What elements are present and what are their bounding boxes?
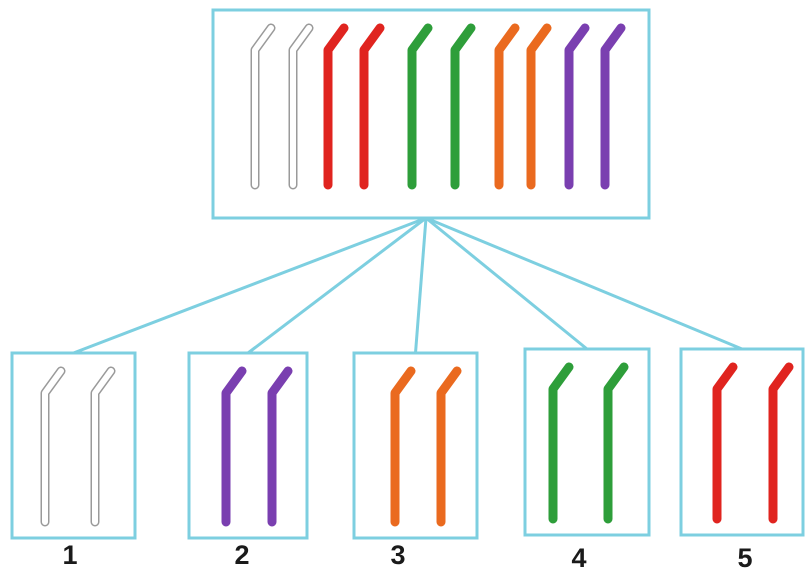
- top-green-rod-6: [450, 23, 476, 190]
- top-orange-rod-7: [494, 23, 520, 190]
- group-2-purple-rod-2: [267, 366, 293, 527]
- group-label-4: 4: [571, 543, 587, 573]
- top-white-rod-2: [288, 23, 314, 190]
- sub-group-frames: [10, 347, 805, 540]
- top-purple-rod-9: [564, 23, 590, 190]
- group-1-frame: [10, 351, 137, 540]
- top-orange-rod-8: [526, 23, 552, 190]
- group-4-frame: [523, 347, 651, 537]
- group-label-1: 1: [62, 540, 78, 570]
- group-3-orange-rod-2: [436, 366, 462, 527]
- group-2-purple-rod-1: [221, 366, 247, 527]
- top-white-rod-1: [250, 23, 276, 190]
- connector-line-2: [247, 216, 427, 355]
- connector-line-1: [72, 216, 427, 355]
- connector-line-5: [425, 216, 743, 351]
- group-1-white-rod-1: [40, 366, 66, 527]
- top-group-frame: [211, 8, 651, 220]
- top-red-rod-3: [323, 23, 349, 190]
- connector-line-3: [414, 217, 428, 354]
- group-3-orange-rod-1: [390, 366, 416, 527]
- top-purple-rod-10: [600, 23, 626, 190]
- top-green-rod-5: [407, 23, 433, 190]
- group-5-red-rod-1: [712, 362, 738, 524]
- top-red-rod-4: [359, 23, 385, 190]
- connector-lines: [72, 216, 743, 355]
- connector-line-4: [425, 216, 588, 351]
- group-2-frame: [187, 351, 309, 540]
- group-label-5: 5: [737, 543, 753, 573]
- group-4-green-rod-2: [603, 362, 629, 524]
- group-3-frame: [352, 351, 479, 540]
- group-4-green-rod-1: [548, 362, 574, 524]
- group-1-white-rod-2: [90, 366, 116, 527]
- group-5-red-rod-2: [768, 362, 794, 524]
- group-label-2: 2: [234, 540, 250, 570]
- top-group-rods: [250, 23, 626, 190]
- group-label-3: 3: [390, 540, 406, 570]
